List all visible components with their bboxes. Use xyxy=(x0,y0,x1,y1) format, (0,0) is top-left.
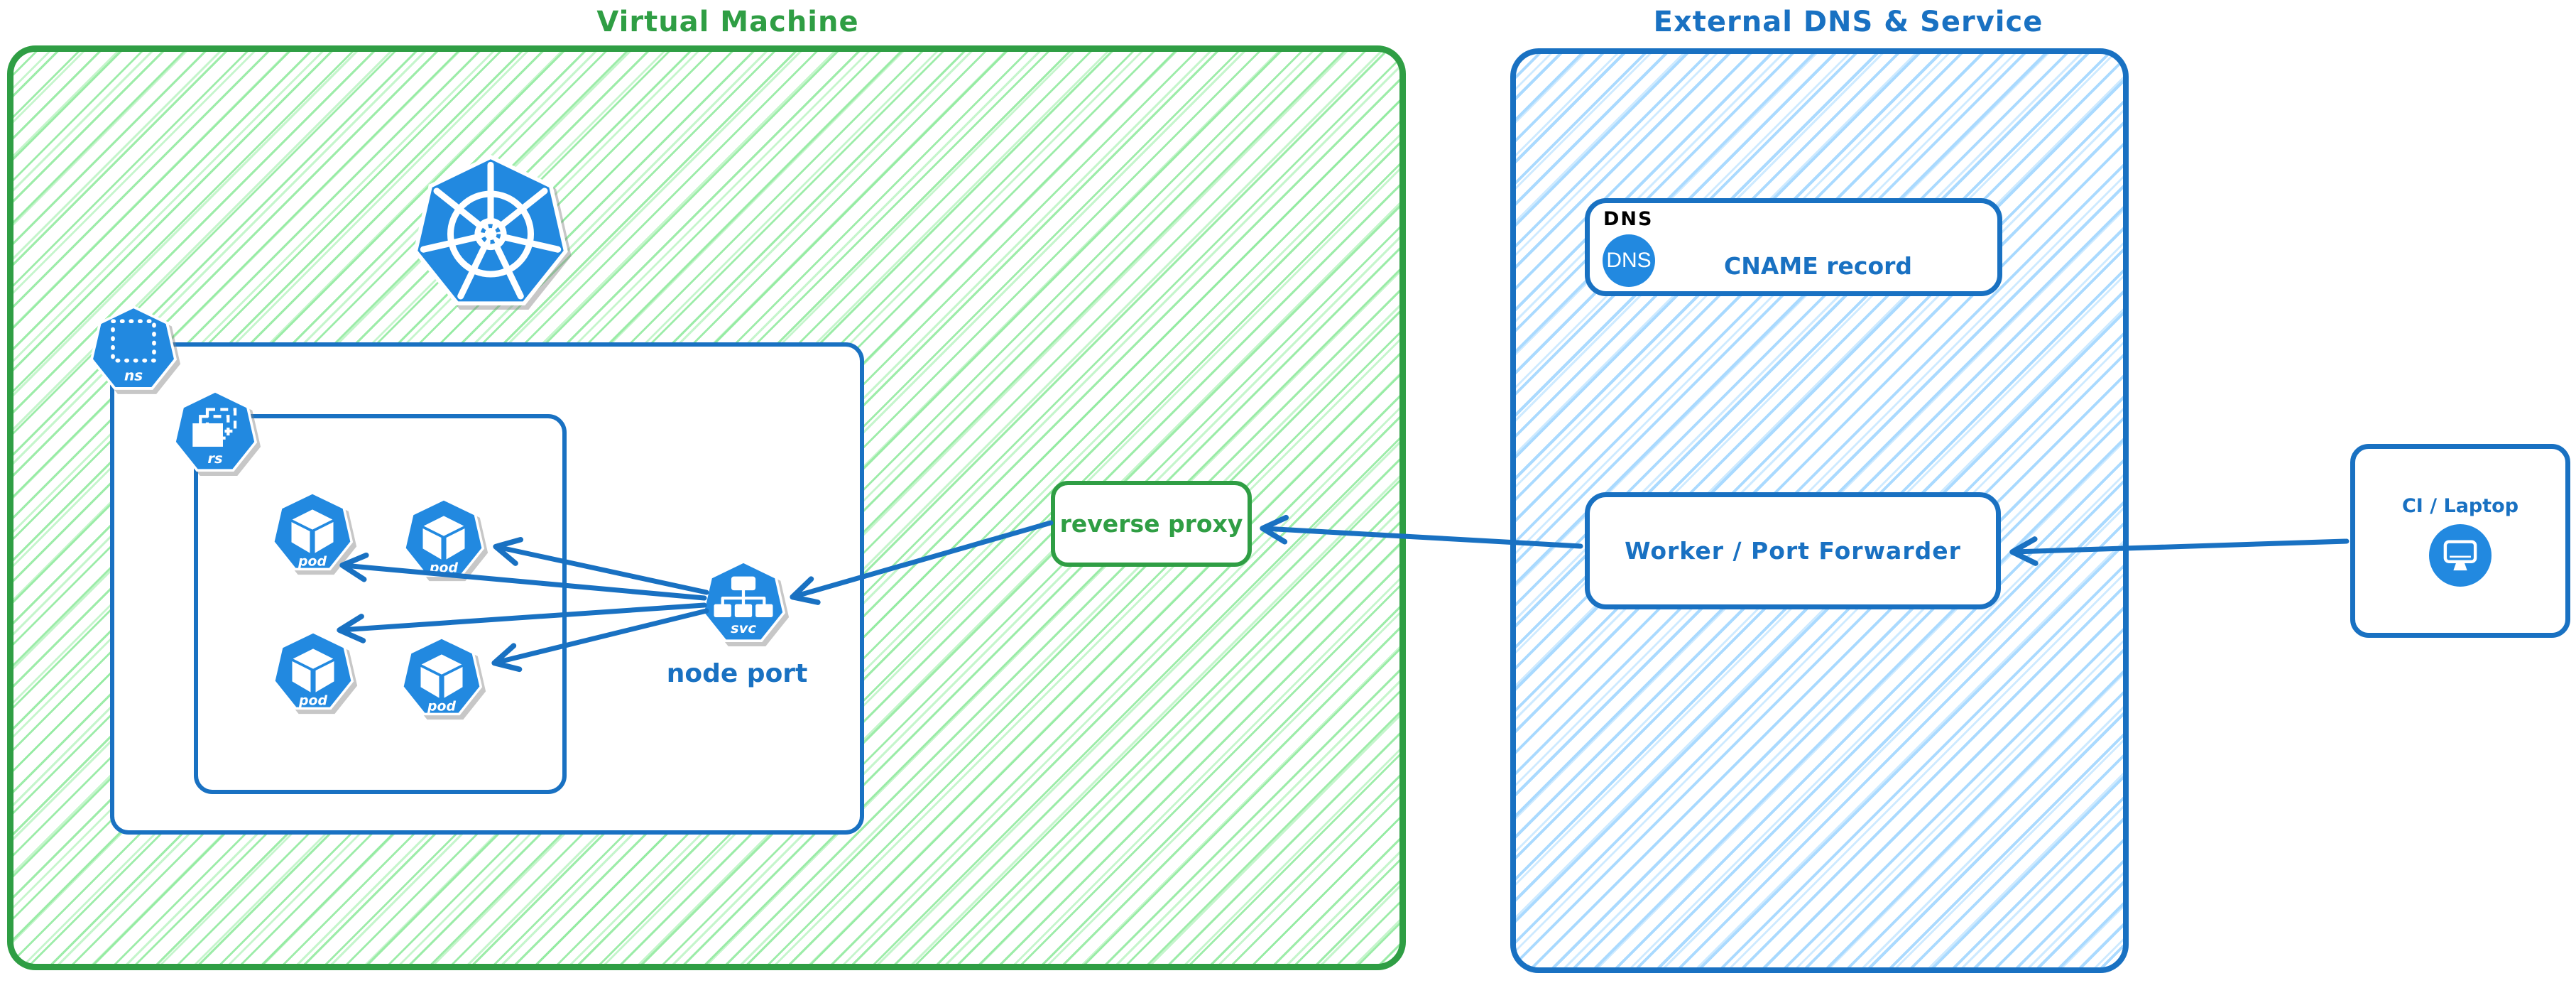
pod-label: pod xyxy=(429,560,458,575)
dns-icon-text: DNS xyxy=(1606,249,1652,272)
replicaset-icon: rs xyxy=(172,388,258,474)
external-zone-title: External DNS & Service xyxy=(1653,6,2043,38)
replicaset-badge-text: rs xyxy=(207,450,222,467)
cname-record-label: CNAME record xyxy=(1724,252,1913,280)
ci-laptop-label: CI / Laptop xyxy=(2401,495,2519,517)
pod-icon-1: pod xyxy=(271,489,354,573)
vm-zone-title: Virtual Machine xyxy=(596,6,859,38)
reverse-proxy-box: reverse proxy xyxy=(1051,481,1252,567)
node-port-label: node port xyxy=(666,659,808,688)
worker-port-forwarder-box: Worker / Port Forwarder xyxy=(1585,492,2001,609)
reverse-proxy-label: reverse proxy xyxy=(1059,510,1243,538)
pod-label: pod xyxy=(427,698,456,714)
pod-icon-3: pod xyxy=(271,629,355,712)
monitor-icon xyxy=(2429,524,2492,587)
kubernetes-logo-icon xyxy=(410,151,571,311)
service-badge-text: svc xyxy=(731,620,756,636)
service-icon: svc xyxy=(700,558,787,645)
dns-icon: DNS xyxy=(1603,234,1655,287)
cname-record-box xyxy=(1585,198,2002,296)
dns-tag-label: DNS xyxy=(1603,208,1654,230)
ci-laptop-box: CI / Laptop xyxy=(2350,444,2570,638)
pod-label: pod xyxy=(298,693,327,708)
namespace-badge-text: ns xyxy=(124,366,143,384)
namespace-icon: ns xyxy=(89,303,178,393)
worker-port-forwarder-label: Worker / Port Forwarder xyxy=(1625,537,1961,565)
pod-label: pod xyxy=(298,553,327,569)
pod-icon-4: pod xyxy=(400,634,484,718)
pod-icon-2: pod xyxy=(402,496,486,580)
